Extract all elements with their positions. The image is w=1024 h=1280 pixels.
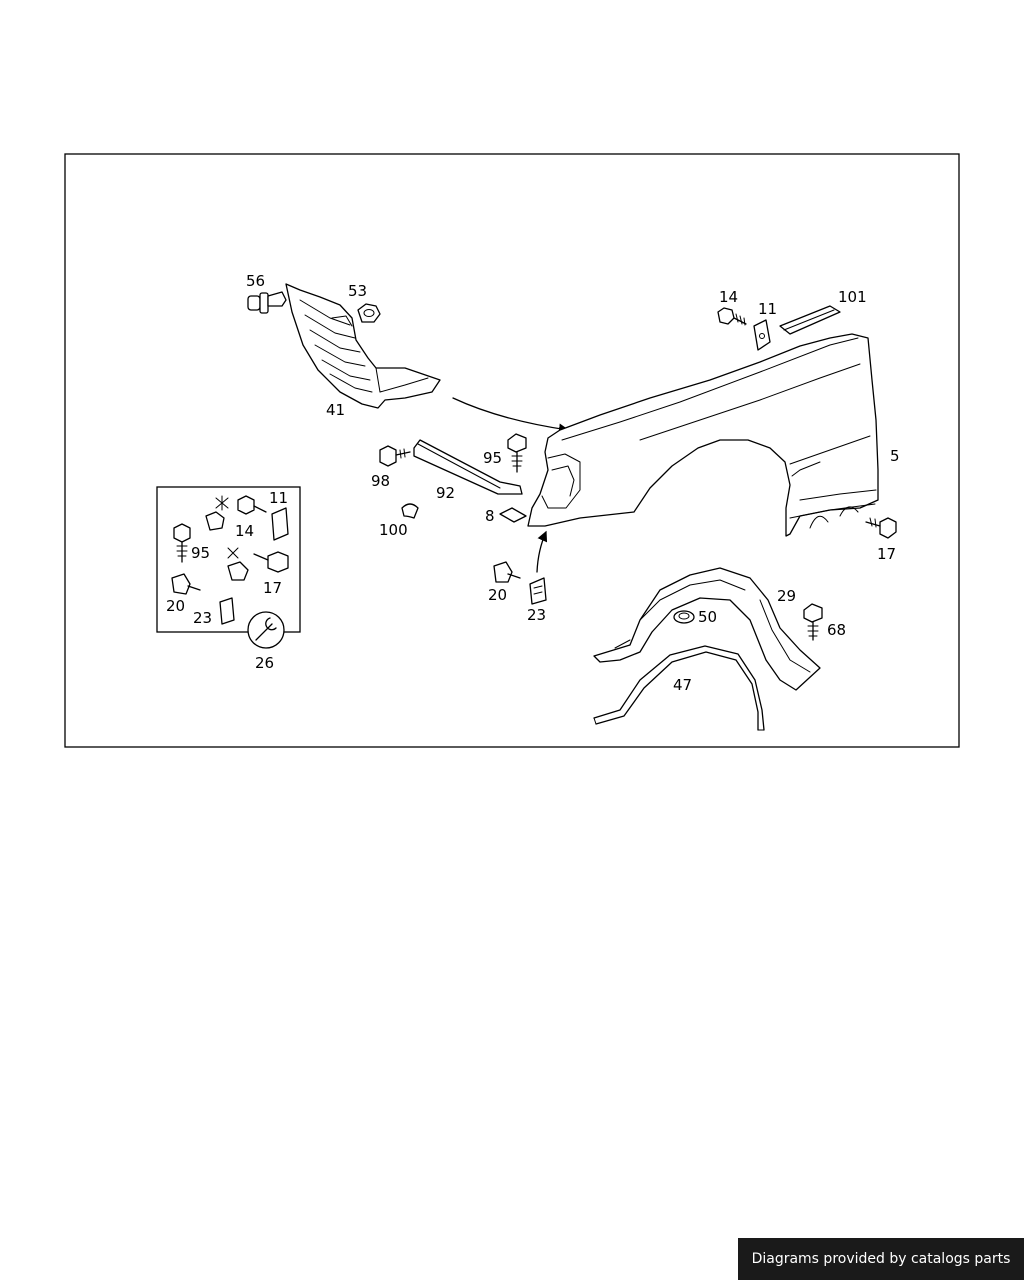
part-41-splash-shield — [285, 283, 441, 409]
part-5-front-fender — [527, 333, 879, 537]
part-53-nut — [357, 303, 381, 323]
callout-41: 41 — [326, 401, 345, 419]
callout-50: 50 — [698, 608, 717, 626]
part-29-wheel-liner — [593, 567, 821, 691]
callout-53: 53 — [348, 282, 367, 300]
part-50-nut — [673, 610, 695, 624]
callout-26: 26 — [255, 654, 274, 672]
part-68-screw — [803, 603, 823, 641]
callout-inset-20: 20 — [166, 597, 185, 615]
callout-17: 17 — [877, 545, 896, 563]
callout-95: 95 — [483, 449, 502, 467]
part-14-screw — [717, 307, 747, 326]
callout-inset-17: 17 — [263, 579, 282, 597]
part-100-clip — [401, 503, 419, 519]
callout-inset-23: 23 — [193, 609, 212, 627]
callout-100: 100 — [379, 521, 408, 539]
part-8-clip — [499, 507, 527, 523]
part-56-clip-rivet — [247, 291, 287, 314]
callout-56: 56 — [246, 272, 265, 290]
callout-47: 47 — [673, 676, 692, 694]
callout-98: 98 — [371, 472, 390, 490]
callout-20: 20 — [488, 586, 507, 604]
part-11-clip — [753, 319, 771, 351]
callout-14: 14 — [719, 288, 738, 306]
callout-inset-95: 95 — [191, 544, 210, 562]
part-101-seal-strip — [779, 305, 841, 335]
callout-inset-14: 14 — [235, 522, 254, 540]
callout-8: 8 — [485, 507, 495, 525]
part-98-bolt — [379, 445, 411, 467]
callout-92: 92 — [436, 484, 455, 502]
part-95-screw — [507, 433, 527, 473]
callout-11: 11 — [758, 300, 777, 318]
part-20-clip-nut — [493, 561, 521, 583]
callout-inset-11: 11 — [269, 489, 288, 507]
inset-parts — [171, 495, 289, 649]
callout-68: 68 — [827, 621, 846, 639]
part-47-seal-strip — [593, 645, 765, 731]
part-23-clip — [529, 577, 547, 605]
callout-101: 101 — [838, 288, 867, 306]
diagram-frame — [64, 153, 960, 748]
footer-credit: Diagrams provided by catalogs parts — [738, 1238, 1024, 1280]
callout-5: 5 — [890, 447, 900, 465]
callout-29: 29 — [777, 587, 796, 605]
part-92-bracket — [413, 439, 523, 495]
part-17-bolt — [865, 517, 897, 539]
callout-23: 23 — [527, 606, 546, 624]
